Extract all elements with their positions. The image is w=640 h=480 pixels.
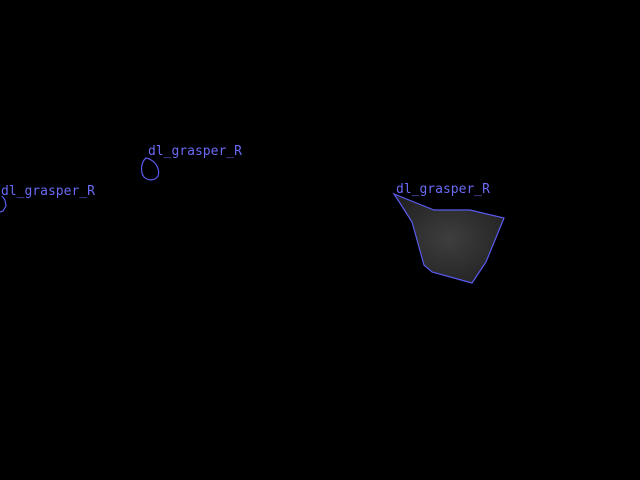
region-label-1: dl_grasper_R [148, 144, 242, 159]
region-label-3: dl_grasper_R [396, 182, 490, 197]
region-outline-2 [0, 195, 7, 213]
annotation-region-1: dl_grasper_R [140, 144, 242, 181]
region-outline-1 [140, 157, 160, 181]
region-label-2: dl_grasper_R [1, 184, 95, 199]
annotation-region-2: dl_grasper_R [0, 184, 95, 213]
annotation-region-3: dl_grasper_R [392, 182, 505, 284]
region-shape-3 [392, 192, 505, 284]
